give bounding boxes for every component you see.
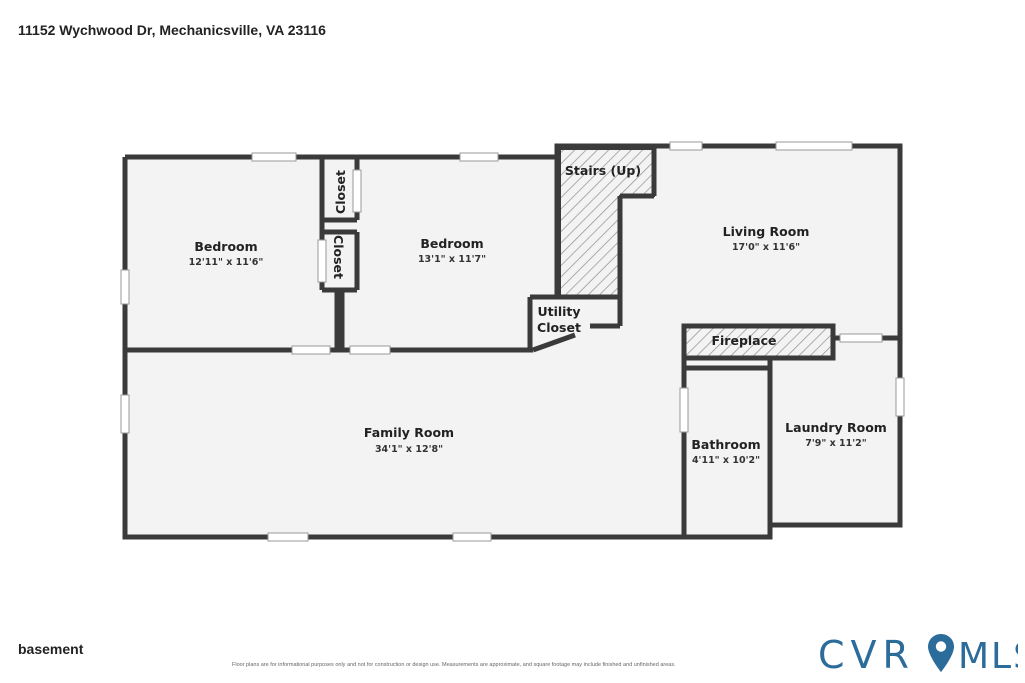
room-name-laundry: Laundry Room [785,420,887,435]
floor-level-label: basement [18,641,84,657]
disclaimer-text: Floor plans are for informational purpos… [232,662,676,668]
room-name-closet-top: Closet [333,170,348,214]
room-dims-bedroom-mid: 13'1" x 11'7" [418,254,486,265]
room-name-bedroom-mid: Bedroom [420,236,483,251]
room-name-bedroom-left: Bedroom [194,239,257,254]
map-pin-icon [928,634,954,672]
room-dims-bedroom-left: 12'11" x 11'6" [189,257,264,268]
cvrmls-logo: CVR MLS [818,633,1018,674]
fireplace-hatch [684,326,833,358]
room-name-fireplace: Fireplace [711,333,776,348]
logo-text-left: CVR [818,633,915,674]
property-address: 11152 Wychwood Dr, Mechanicsville, VA 23… [18,22,326,38]
room-name-stairs: Stairs (Up) [565,163,641,178]
room-dims-family: 34'1" x 12'8" [375,444,443,455]
logo-text-right: MLS [958,636,1018,674]
room-dims-laundry: 7'9" x 11'2" [805,438,867,449]
room-dims-living: 17'0" x 11'6" [732,242,800,253]
room-name-family: Family Room [364,425,454,440]
room-name-utility-2: Closet [537,320,581,335]
room-name-living: Living Room [723,224,810,239]
room-name-bathroom: Bathroom [691,437,760,452]
room-dims-bathroom: 4'11" x 10'2" [692,455,760,466]
windows [120,141,905,542]
room-name-utility-1: Utility [537,304,580,319]
room-name-closet-bottom: Closet [331,235,346,279]
